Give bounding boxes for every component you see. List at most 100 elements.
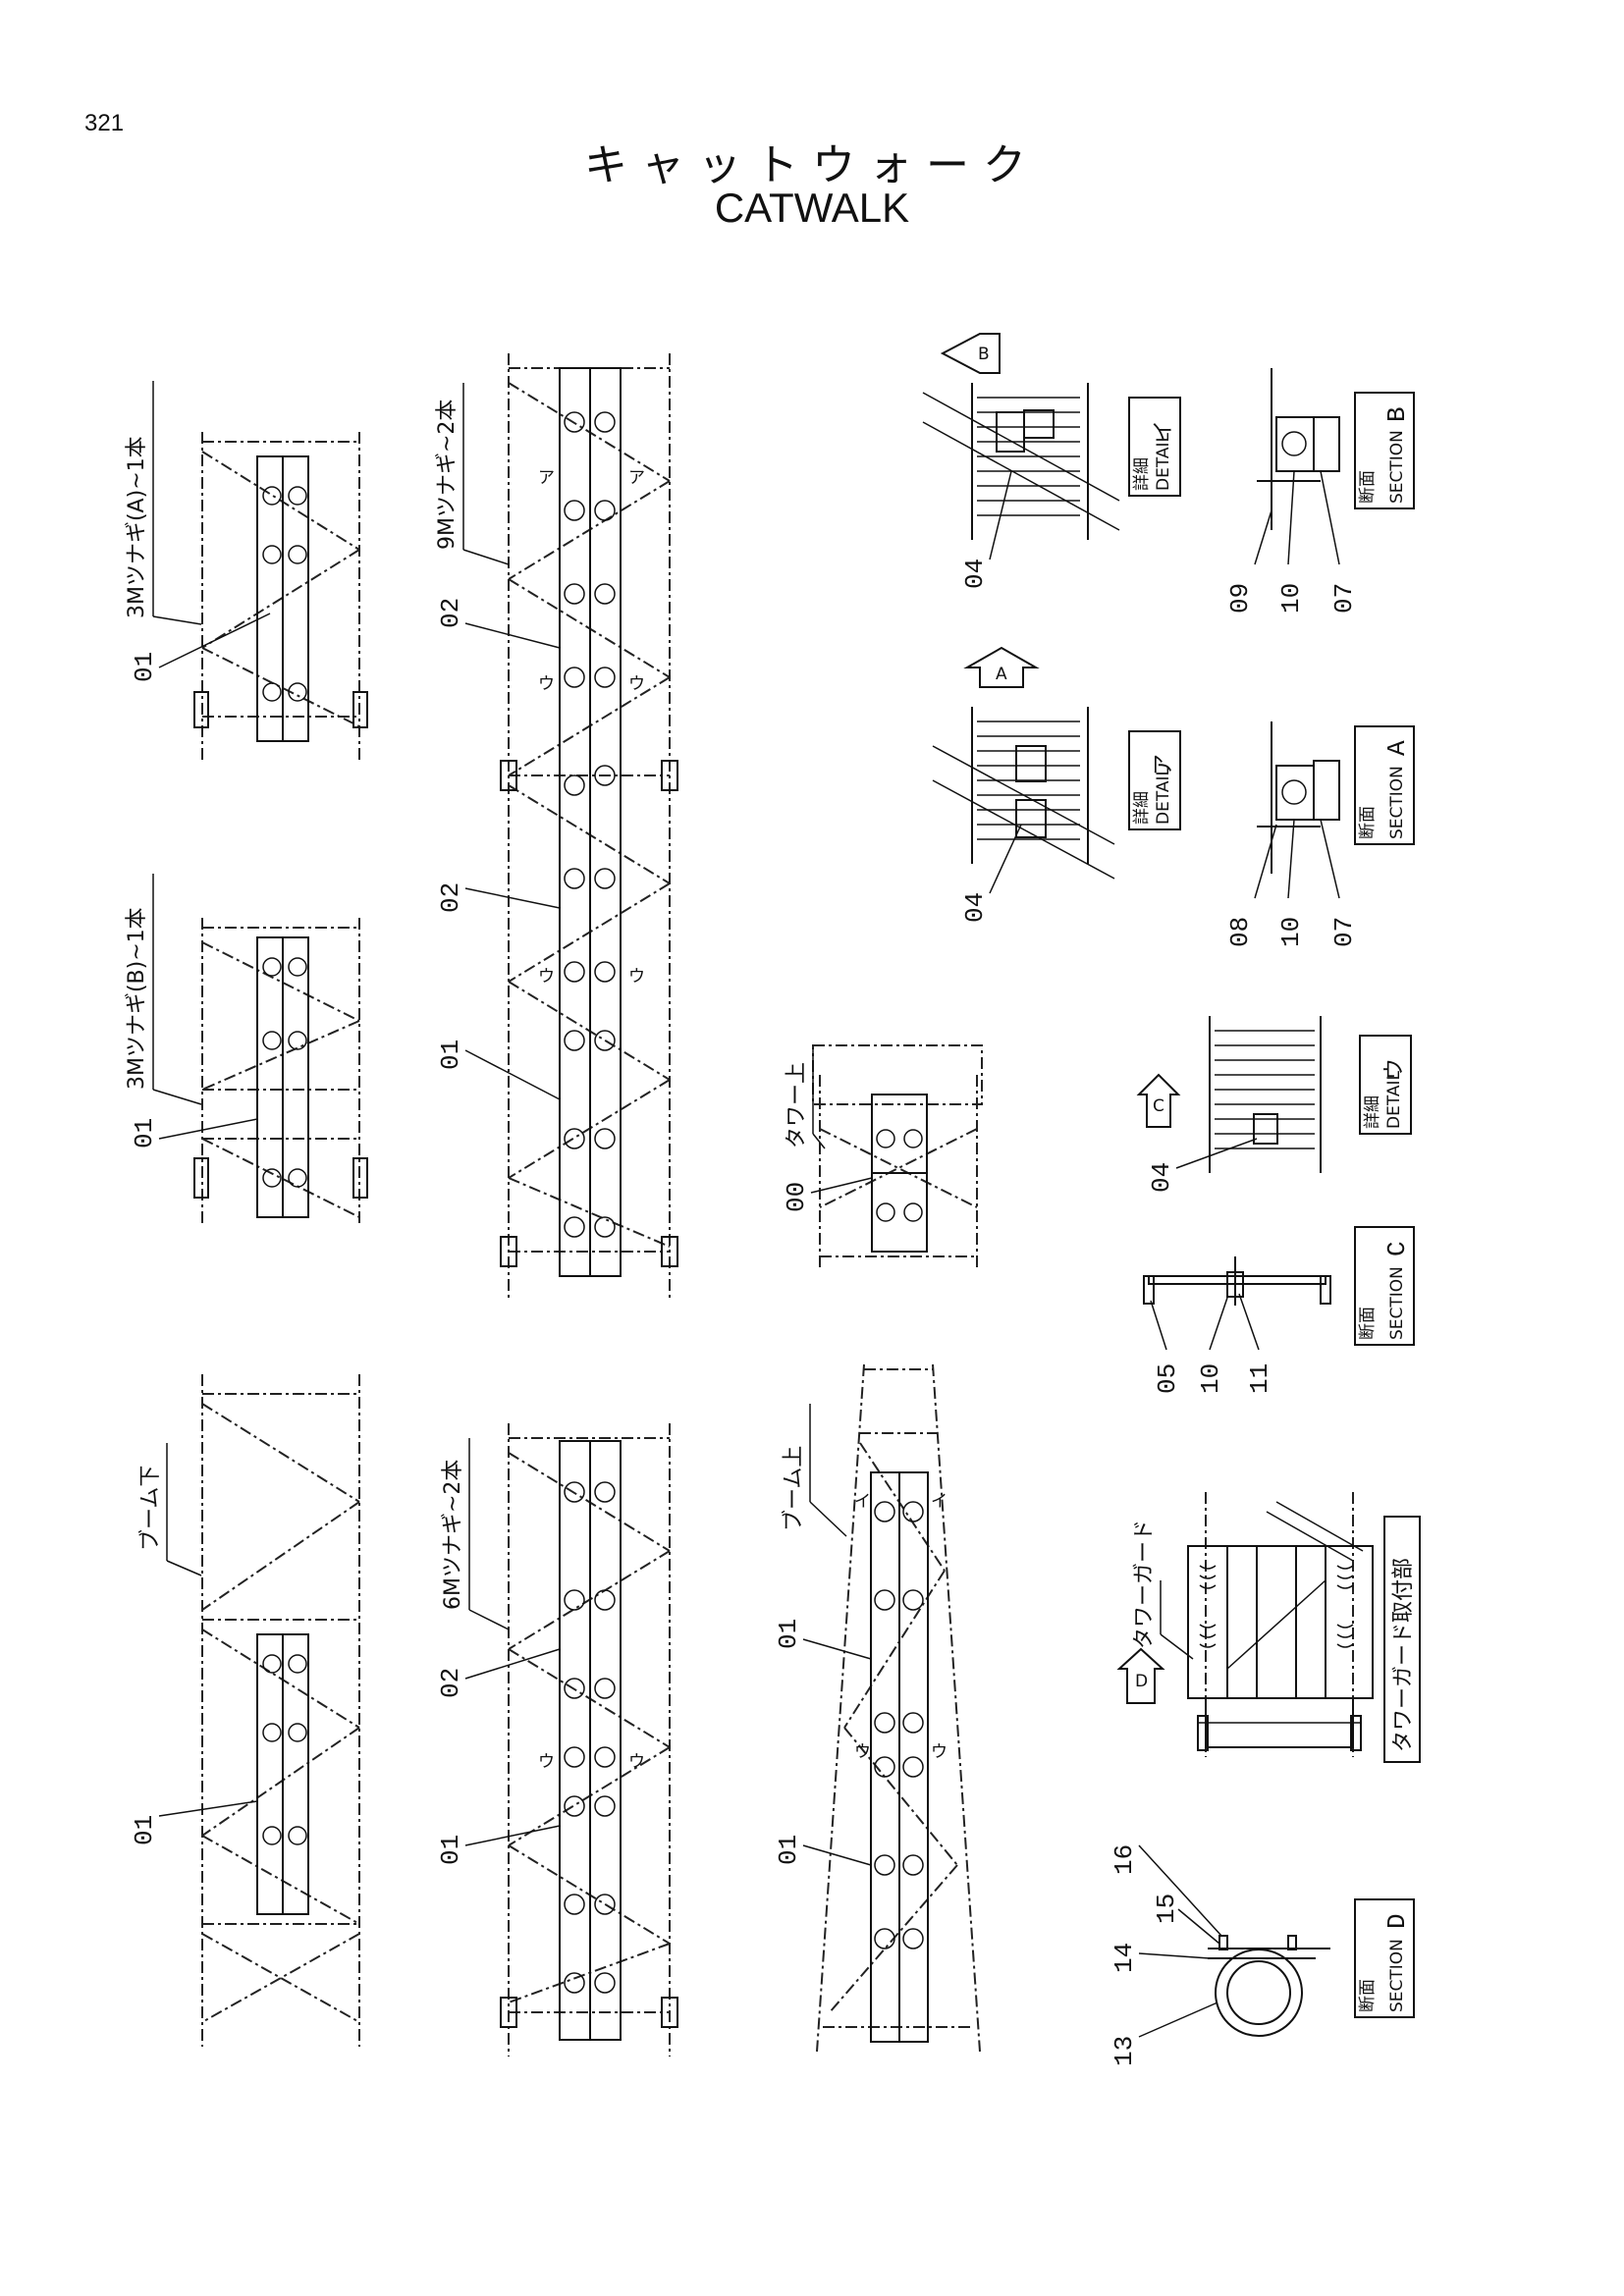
detail-u-letter: ウ bbox=[1382, 1058, 1407, 1080]
part-label-07: 07 bbox=[1329, 917, 1359, 947]
part-label-09: 09 bbox=[1225, 583, 1255, 614]
detail-a-grating bbox=[932, 707, 1115, 880]
joint-6m-text: 6Mツナギ~2本 bbox=[441, 1460, 465, 1610]
marker-u-katakana: ウ bbox=[538, 967, 555, 987]
detail-i-tag: 詳細 DETAIL イ bbox=[1128, 397, 1181, 497]
marker-u-katakana: ウ bbox=[931, 1742, 947, 1762]
detail-u-grating bbox=[1209, 1016, 1322, 1173]
marker-i-katakana: イ bbox=[931, 1492, 947, 1512]
view-arrow-b: B bbox=[940, 333, 1001, 374]
section-jp-text: 断面 bbox=[1358, 1307, 1378, 1340]
joint-3m-a-text: 3Mツナギ(A)~1本 bbox=[125, 436, 149, 618]
section-jp-text: 断面 bbox=[1358, 470, 1378, 504]
part-label-04: 04 bbox=[1147, 1162, 1176, 1193]
page-number: 321 bbox=[84, 110, 125, 136]
tower-guard-mount-text: タワーガード取付部 bbox=[1391, 1558, 1416, 1752]
part-label-04: 04 bbox=[960, 559, 990, 589]
section-d-letter: D bbox=[1382, 1913, 1412, 1929]
view-arrow-a: A bbox=[963, 646, 1040, 688]
tower-guard-assembly bbox=[1187, 1492, 1374, 1757]
part-label-16: 16 bbox=[1110, 1844, 1139, 1875]
view-arrow-c: C bbox=[1136, 1073, 1181, 1128]
section-en-text: SECTION bbox=[1387, 766, 1407, 839]
section-jp-text: 断面 bbox=[1358, 1979, 1378, 2012]
section-b-tag: 断面 SECTION B bbox=[1354, 392, 1415, 509]
joint-9m-text: 9Mツナギ~2本 bbox=[435, 400, 460, 550]
label-boom-lower: ブーム下 bbox=[138, 1443, 202, 1576]
part-label-01: 01 bbox=[130, 1118, 159, 1148]
marker-a-katakana: ア bbox=[628, 468, 645, 488]
label-9m-joint: 9Mツナギ~2本 bbox=[435, 383, 510, 565]
section-d-view bbox=[1208, 1935, 1330, 2037]
part-label-10: 10 bbox=[1196, 1363, 1225, 1394]
marker-u-katakana: ウ bbox=[628, 1752, 645, 1772]
part-label-10: 10 bbox=[1276, 583, 1306, 614]
tower-upper-text: タワー上 bbox=[785, 1062, 809, 1148]
tower-guard-text: タワーガード bbox=[1132, 1520, 1157, 1649]
section-c-view bbox=[1143, 1256, 1331, 1306]
marker-u-katakana: ウ bbox=[628, 674, 645, 694]
section-d-tag: 断面 SECTION D bbox=[1354, 1898, 1415, 2018]
page-title-english: CATWALK bbox=[714, 185, 910, 231]
marker-a-katakana: ア bbox=[538, 468, 555, 488]
boom-section-9m-joint: ア ア ウ ウ ウ ウ bbox=[500, 353, 678, 1301]
marker-u-katakana: ウ bbox=[538, 674, 555, 694]
detail-jp-text: 詳細 bbox=[1132, 457, 1152, 491]
section-a-tag: 断面 SECTION A bbox=[1354, 725, 1415, 845]
part-label-01: 01 bbox=[130, 652, 159, 682]
part-label-07: 07 bbox=[1329, 583, 1359, 614]
detail-en-text: DETAIL bbox=[1154, 766, 1173, 825]
boom-section-3m-joint-b bbox=[193, 918, 368, 1227]
detail-en-text: DETAIL bbox=[1154, 432, 1173, 491]
marker-u-katakana: ウ bbox=[854, 1742, 871, 1762]
section-en-text: SECTION bbox=[1387, 430, 1407, 504]
detail-jp-text: 詳細 bbox=[1132, 791, 1152, 825]
section-c-tag: 断面 SECTION C bbox=[1354, 1226, 1415, 1346]
section-b-letter: B bbox=[1382, 406, 1412, 422]
part-label-05: 05 bbox=[1153, 1363, 1182, 1394]
part-label-11: 11 bbox=[1245, 1363, 1274, 1394]
tower-section-upper bbox=[812, 1044, 983, 1271]
part-label-01: 01 bbox=[436, 1835, 465, 1865]
detail-u-tag: 詳細 DETAIL ウ bbox=[1359, 1035, 1412, 1135]
detail-a-tag: 詳細 DETAIL ア bbox=[1128, 730, 1181, 830]
section-en-text: SECTION bbox=[1387, 1266, 1407, 1340]
detail-jp-text: 詳細 bbox=[1363, 1095, 1382, 1129]
label-boom-upper: ブーム上 bbox=[782, 1404, 847, 1537]
boom-upper-text: ブーム上 bbox=[782, 1446, 806, 1531]
section-en-text: SECTION bbox=[1387, 1939, 1407, 2012]
boom-section-upper: イ イ ウ ウ bbox=[816, 1363, 981, 2053]
detail-i-letter: イ bbox=[1152, 420, 1176, 442]
part-label-01: 01 bbox=[436, 1040, 465, 1070]
section-b-view bbox=[1257, 368, 1340, 530]
part-label-15: 15 bbox=[1152, 1894, 1181, 1924]
boom-lower-text: ブーム下 bbox=[138, 1466, 163, 1551]
view-c-letter: C bbox=[1153, 1096, 1164, 1116]
part-label-14: 14 bbox=[1110, 1943, 1139, 1973]
detail-en-text: DETAIL bbox=[1384, 1070, 1404, 1129]
part-label-01: 01 bbox=[130, 1815, 159, 1845]
section-a-view bbox=[1257, 721, 1340, 874]
part-label-00: 00 bbox=[782, 1182, 811, 1212]
section-a-letter: A bbox=[1382, 740, 1412, 756]
boom-section-3m-joint-a bbox=[193, 432, 368, 762]
marker-u-katakana: ウ bbox=[538, 1752, 555, 1772]
part-label-02: 02 bbox=[436, 1668, 465, 1698]
marker-u-katakana: ウ bbox=[628, 967, 645, 987]
label-6m-joint: 6Mツナギ~2本 bbox=[441, 1438, 510, 1630]
view-b-letter: B bbox=[978, 345, 990, 364]
part-label-08: 08 bbox=[1225, 917, 1255, 947]
label-tower-upper: タワー上 bbox=[785, 1048, 826, 1149]
page-title-japanese: キャットウォーク bbox=[584, 140, 1040, 190]
label-3m-joint-a: 3Mツナギ(A)~1本 bbox=[125, 381, 202, 625]
part-label-04: 04 bbox=[960, 892, 990, 923]
part-label-13: 13 bbox=[1110, 2036, 1139, 2066]
label-3m-joint-b: 3Mツナギ(B)~1本 bbox=[125, 874, 202, 1105]
section-jp-text: 断面 bbox=[1358, 806, 1378, 839]
view-a-letter: A bbox=[996, 665, 1007, 684]
label-tower-guard: タワーガード bbox=[1132, 1520, 1194, 1660]
marker-i-katakana: イ bbox=[854, 1492, 871, 1512]
detail-a-letter: ア bbox=[1152, 754, 1176, 775]
section-c-letter: C bbox=[1382, 1241, 1412, 1256]
